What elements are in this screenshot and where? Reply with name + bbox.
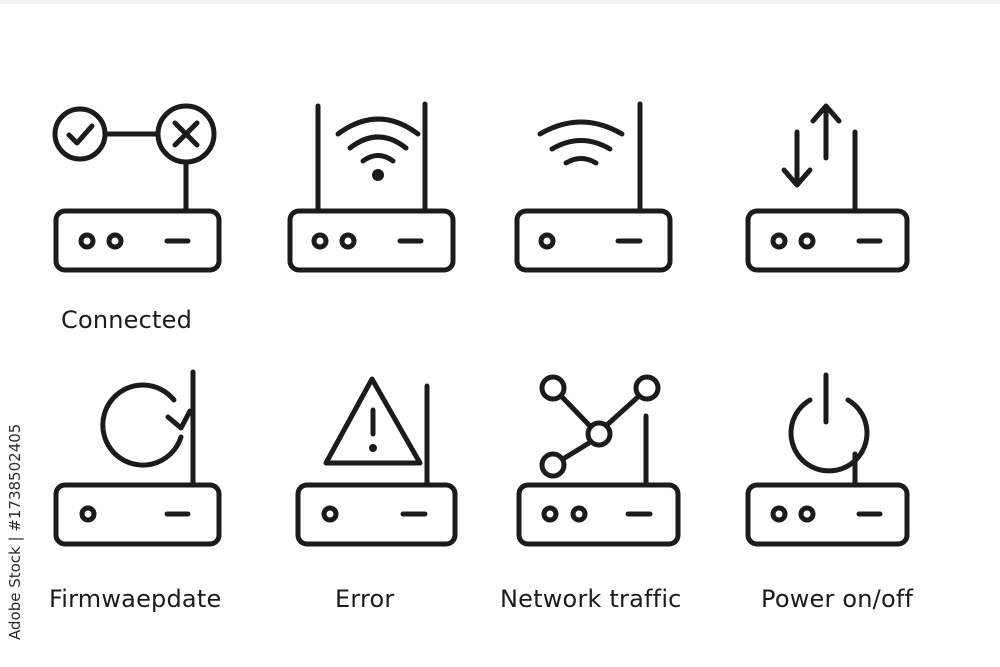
label-firmware-update: Firmwaepdate [49,585,222,613]
router-wifi-dual-antenna-icon [287,101,456,273]
label-error: Error [335,585,395,613]
label-power: Power on/off [761,585,914,613]
router-firmware-update-icon [53,369,222,547]
top-strip [0,0,1000,4]
label-connected: Connected [61,306,193,334]
stock-id-text: Adobe Stock | #1738502405 [6,423,24,640]
router-error-icon [295,376,458,547]
router-wifi-single-antenna-icon [514,101,673,273]
label-network-traffic: Network traffic [500,585,682,613]
router-power-icon [745,372,910,547]
router-network-traffic-icon [516,374,681,547]
router-data-transfer-icon [745,103,910,273]
router-connected-icon [52,103,222,273]
